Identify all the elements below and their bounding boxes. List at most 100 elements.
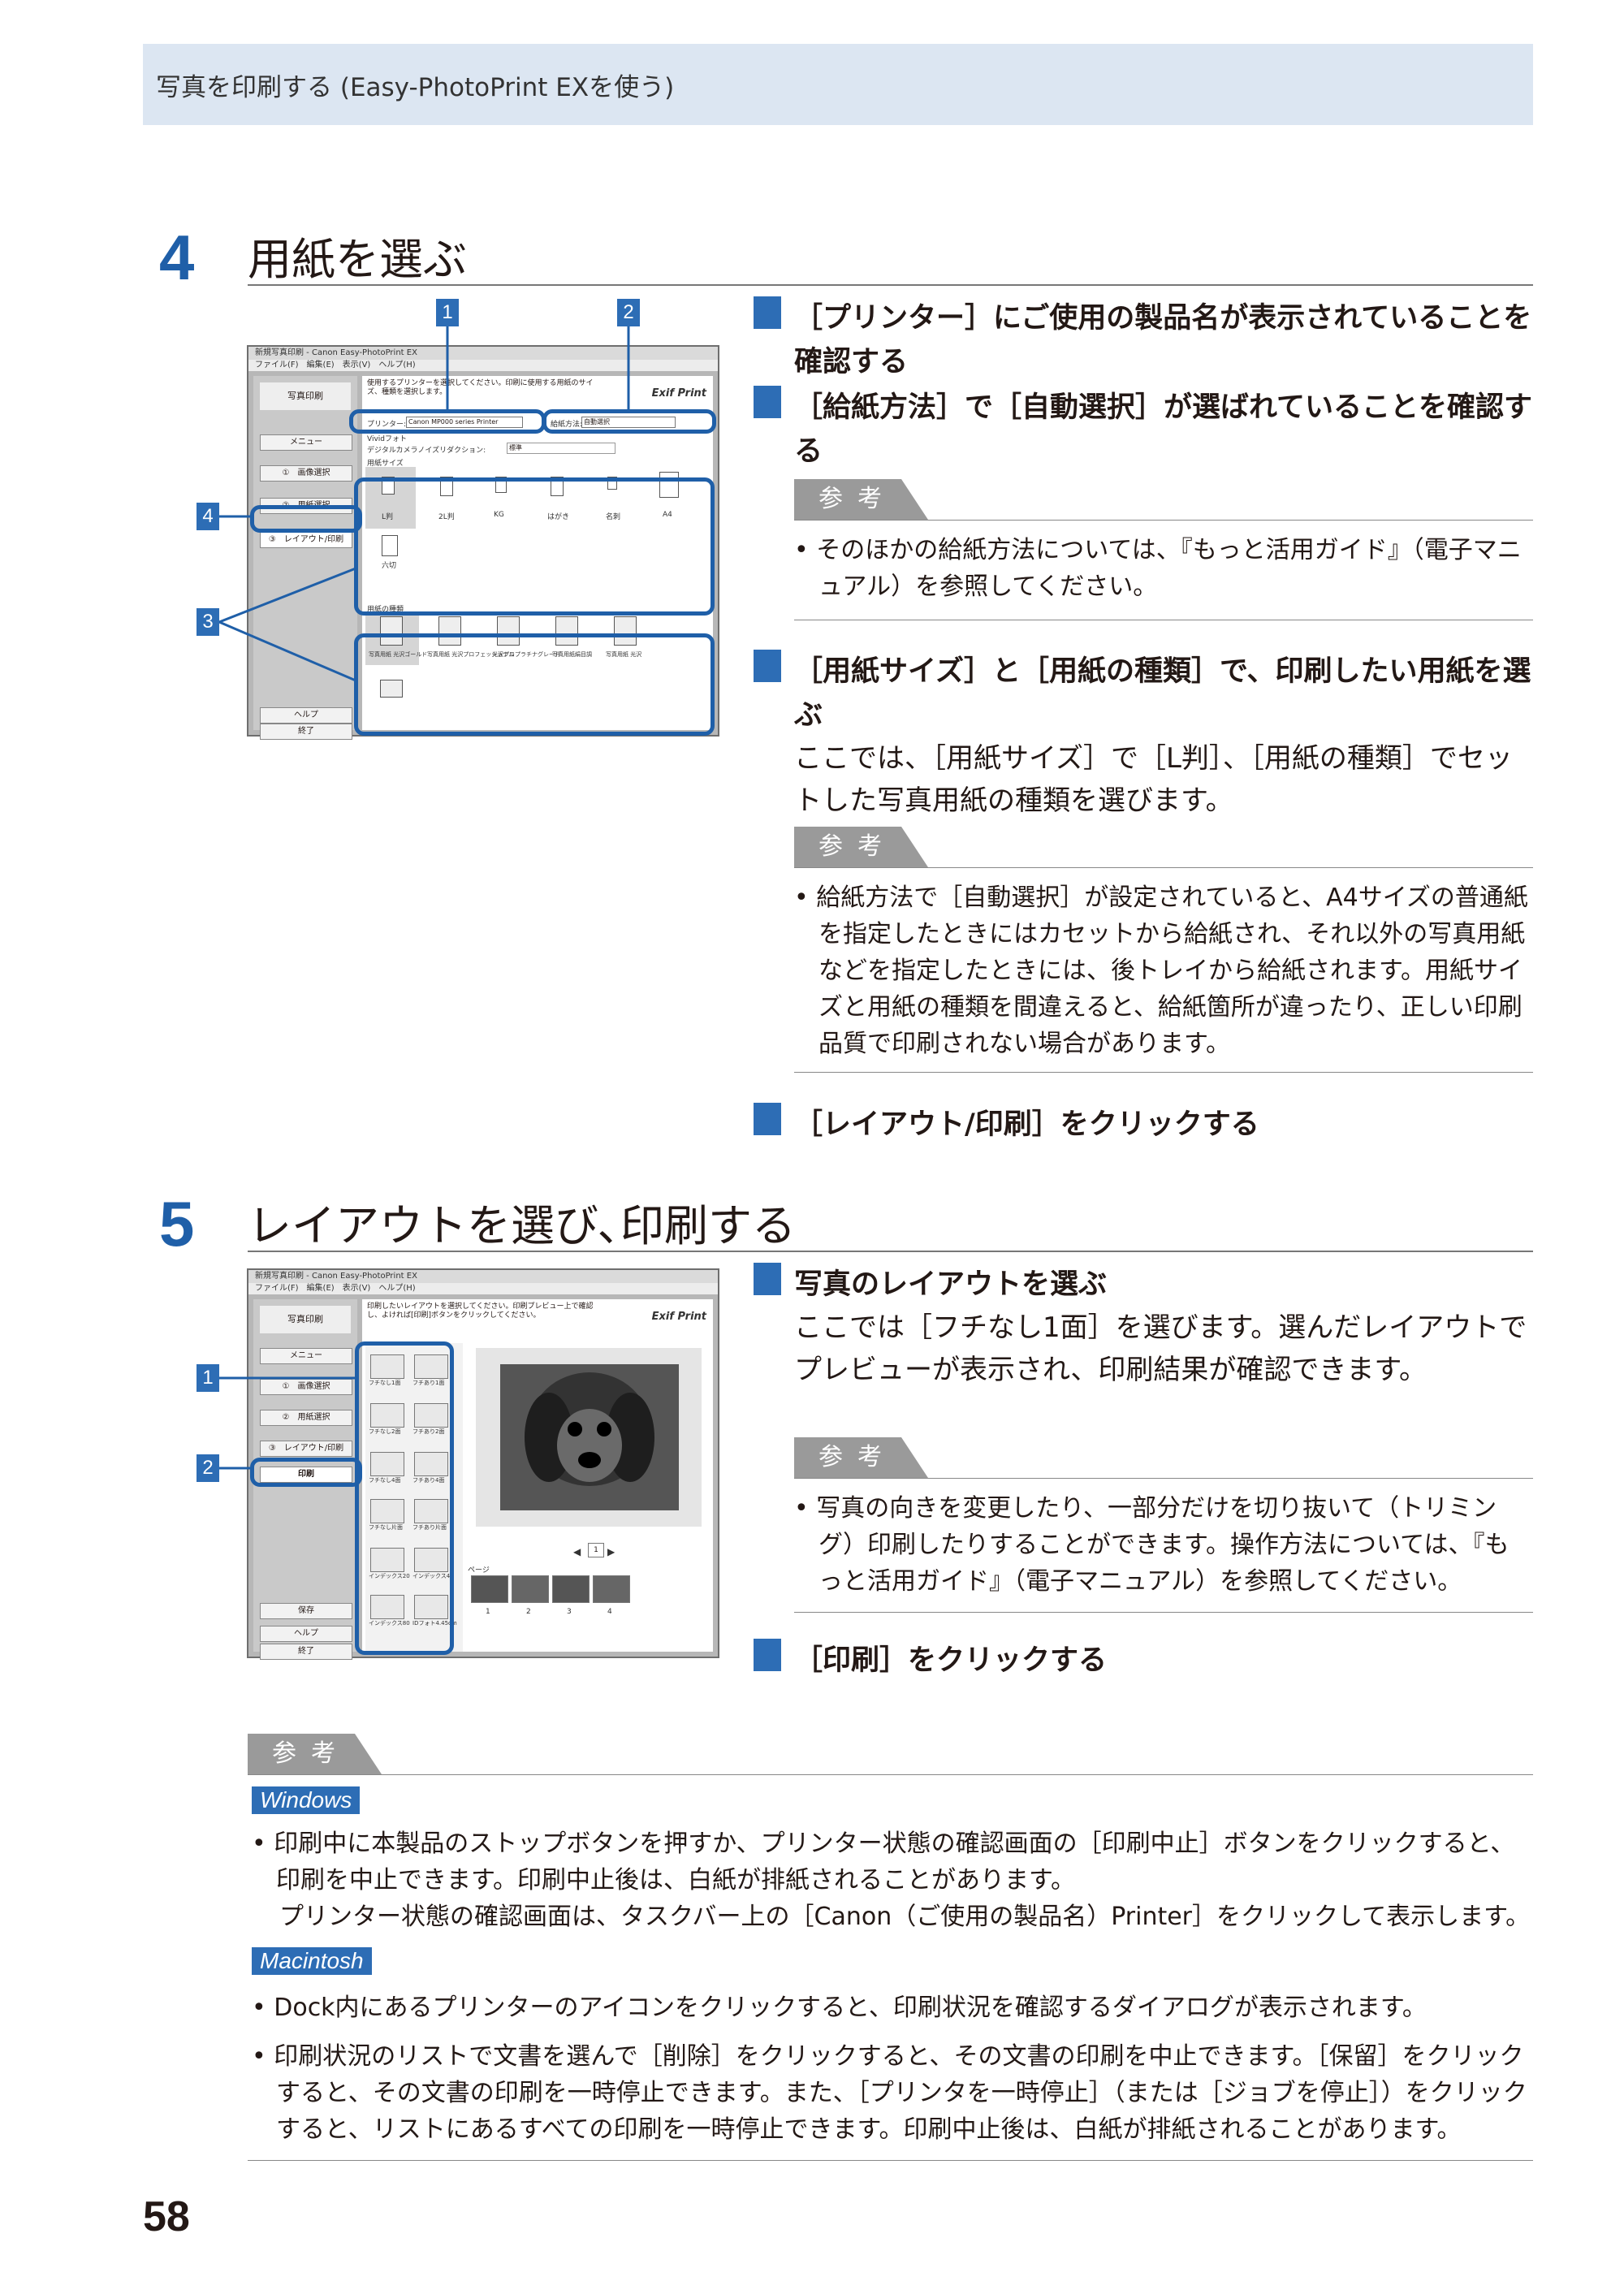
layout-thumb[interactable]: [414, 1595, 448, 1619]
layout-thumb[interactable]: [414, 1403, 448, 1428]
noise-reduction-label: デジタルカメラノイズリダクション:: [367, 447, 486, 455]
layout-thumb[interactable]: [414, 1499, 448, 1523]
source-label: 給紙方法:: [551, 421, 583, 429]
paper-type-icon[interactable]: [614, 616, 637, 646]
step-4-callout-4: 4: [197, 503, 219, 530]
save-button[interactable]: 保存: [260, 1603, 352, 1619]
step-4-callout-3: 3: [197, 608, 219, 636]
menu-button[interactable]: メニュー: [260, 434, 352, 451]
thumb-number: 2: [526, 1608, 531, 1616]
ref-tab: 参考: [794, 827, 928, 867]
bottom-ref-rule: [248, 2160, 1533, 2161]
step-5-callout-2: 2: [197, 1454, 219, 1482]
step-4-title: 用紙を選ぶ: [248, 234, 467, 285]
ref-rule: [794, 1478, 1533, 1479]
sub-text: ［印刷］をクリックする: [794, 1644, 1108, 1677]
image-select-button[interactable]: ① 画像選択: [260, 465, 352, 482]
paper-type-icon[interactable]: [555, 616, 578, 646]
layout-list-highlight: [355, 1341, 454, 1655]
page-thumb[interactable]: [512, 1575, 549, 1603]
side-panel: 写真印刷 メニュー ① 画像選択 ② 用紙選択 ③ レイアウト/印刷 印刷 保存…: [253, 1299, 357, 1660]
sub-body: ここでは、［用紙サイズ］で［L判］、［用紙の種類］でセットした写真用紙の種類を選…: [794, 742, 1513, 817]
windows-note: • 印刷中に本製品のストップボタンを押すか、プリンター状態の確認画面の［印刷中止…: [252, 1830, 1531, 1931]
layout-label: フチなし片面: [369, 1524, 403, 1531]
size-label: はがき: [547, 513, 570, 521]
step-4-sub-4: 4［レイアウト/印刷］をクリックする: [741, 1103, 1533, 1147]
layout-thumb[interactable]: [414, 1354, 448, 1379]
ref-rule: [794, 1612, 1533, 1613]
paper-size-icon[interactable]: [382, 535, 398, 556]
next-page-icon[interactable]: ▶: [607, 1546, 615, 1557]
step-4-rule: [248, 284, 1533, 286]
layout-label: インデックス40: [412, 1573, 454, 1579]
paper-size-icon[interactable]: [659, 472, 679, 498]
layout-label: フチなし4面: [369, 1477, 401, 1484]
exit-button[interactable]: 終了: [260, 1644, 352, 1660]
layout-label: フチあり2面: [412, 1428, 445, 1435]
main-panel: 印刷したいレイアウトを選択してください。印刷プレビュー上で確認し、よければ[印刷…: [362, 1299, 713, 1652]
instruction-text: 使用するプリンターを選択してください。印刷に使用する用紙のサイズ、種類を選択しま…: [367, 379, 594, 396]
size-label: 名刺: [606, 513, 621, 521]
exif-print-logo: Exif Print: [651, 1311, 706, 1323]
layout-thumb[interactable]: [370, 1403, 404, 1428]
page-thumb[interactable]: [471, 1575, 508, 1603]
step-5-number: 5: [159, 1188, 195, 1259]
mode-label: 写真印刷: [260, 1306, 351, 1333]
vivid-photo-checkbox[interactable]: Vividフォト: [367, 435, 407, 443]
paper-size-highlight: [354, 477, 715, 616]
paper-select-button[interactable]: ② 用紙選択: [260, 1410, 352, 1426]
size-label: L判: [382, 513, 394, 521]
layout-thumb[interactable]: [370, 1595, 404, 1619]
help-button[interactable]: ヘルプ: [260, 707, 352, 724]
layout-label: フチなし1面: [369, 1380, 401, 1386]
help-button[interactable]: ヘルプ: [260, 1626, 352, 1642]
printer-label: プリンター:: [367, 421, 407, 429]
ref-note-1: • そのほかの給紙方法については、『もっと活用ガイド』（電子マニュアル）を参照し…: [794, 536, 1522, 601]
prev-page-icon[interactable]: ◀: [573, 1546, 581, 1557]
source-highlight: [542, 409, 716, 434]
window-title: 新規写真印刷 - Canon Easy-PhotoPrint EX: [248, 347, 718, 360]
size-label: 六切: [382, 562, 397, 570]
macintosh-logo: Macintosh: [252, 1947, 372, 1975]
sub-badge: 3: [741, 650, 781, 682]
menu-bar: ファイル(F) 編集(E) 表示(V) ヘルプ(H): [248, 360, 718, 371]
sub-text: ［給紙方法］で［自動選択］が選ばれていることを確認する: [794, 391, 1532, 468]
exif-print-logo: Exif Print: [651, 387, 706, 400]
layout-thumb[interactable]: [370, 1548, 404, 1572]
sub-badge: 1: [741, 1263, 781, 1295]
step-5-callout-1: 1: [197, 1364, 219, 1392]
noise-reduction-select[interactable]: 標準: [507, 443, 615, 454]
layout-print-button[interactable]: ③ レイアウト/印刷: [260, 1441, 352, 1457]
page-thumb[interactable]: [593, 1575, 630, 1603]
mac-note-2: • 印刷状況のリストで文書を選んで［削除］をクリックすると、その文書の印刷を中止…: [252, 2042, 1527, 2144]
size-label: A4: [663, 511, 672, 519]
layout-thumb[interactable]: [414, 1548, 448, 1572]
paper-size-group: 用紙サイズ: [367, 460, 404, 468]
step-4-callout-1: 1: [436, 299, 459, 326]
layout-thumb[interactable]: [414, 1452, 448, 1476]
exit-button[interactable]: 終了: [260, 724, 352, 740]
print-button[interactable]: 印刷: [260, 1467, 352, 1483]
page-indicator: 1: [588, 1543, 604, 1557]
paper-size-icon[interactable]: [440, 477, 453, 496]
printer-select[interactable]: Canon MP000 series Printer: [406, 417, 523, 428]
ref-rule: [794, 867, 1533, 868]
layout-thumb[interactable]: [370, 1499, 404, 1523]
layout-label: IDフォト4.45cm: [412, 1620, 457, 1627]
layout-thumb[interactable]: [370, 1354, 404, 1379]
page-thumb[interactable]: [552, 1575, 590, 1603]
sub-badge: 2: [741, 1639, 781, 1671]
step-5-screenshot: 新規写真印刷 - Canon Easy-PhotoPrint EX ファイル(F…: [247, 1268, 719, 1660]
paper-type-icon[interactable]: [438, 616, 461, 646]
layout-thumb[interactable]: [370, 1452, 404, 1476]
paper-type-icon[interactable]: [380, 616, 403, 646]
menu-button[interactable]: メニュー: [260, 1348, 352, 1364]
layout-label: フチなし2面: [369, 1428, 401, 1435]
ref-rule: [794, 520, 1533, 521]
ref-note: • 写真の向きを変更したり、一部分だけを切り抜いて（トリミング）印刷したりするこ…: [794, 1494, 1510, 1596]
paper-type-icon[interactable]: [380, 680, 403, 698]
type-label: 写真用紙 光沢: [606, 651, 642, 658]
paper-type-icon[interactable]: [497, 616, 520, 646]
source-select[interactable]: 自動選択: [581, 417, 676, 428]
paper-size-icon[interactable]: [551, 477, 564, 496]
